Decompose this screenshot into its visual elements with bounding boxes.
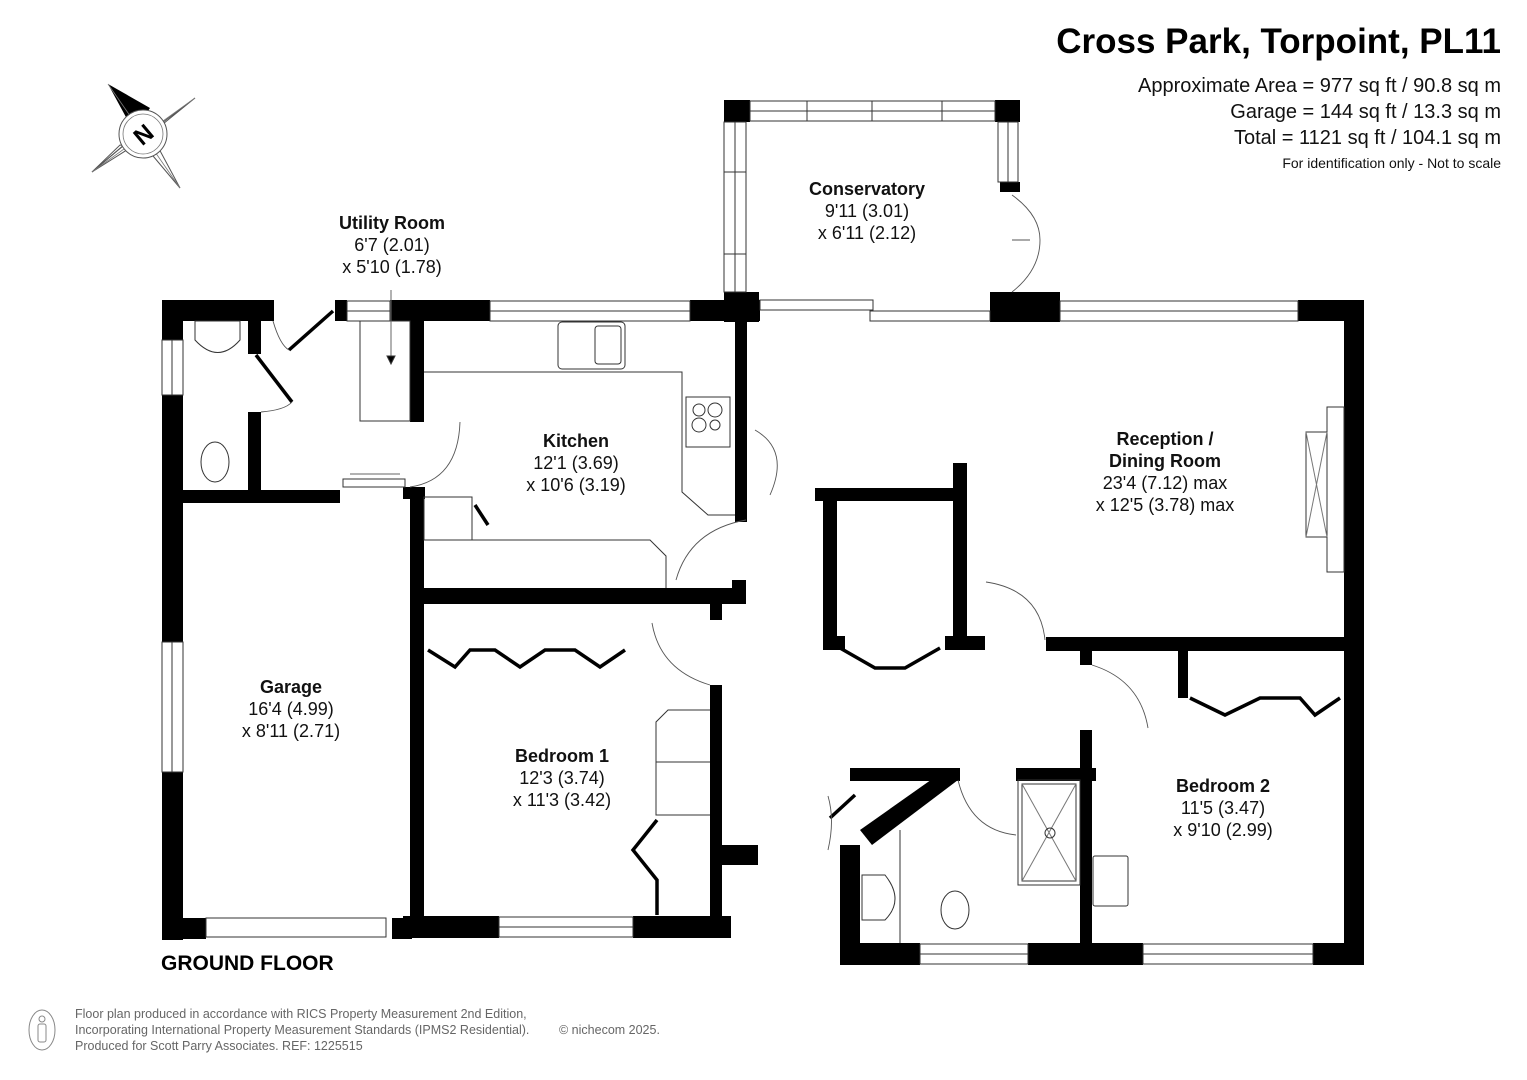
footer-line: Floor plan produced in accordance with R…: [75, 1007, 527, 1021]
room-dim: x 11'3 (3.42): [512, 790, 612, 810]
room-kitchen: Kitchen 12'1 (3.69) x 10'6 (3.19): [526, 430, 626, 496]
garage-area: Garage = 144 sq ft / 13.3 sq m: [1230, 101, 1501, 123]
scale-note: For identification only - Not to scale: [1282, 155, 1501, 171]
room-dim: 23'4 (7.12) max: [1102, 473, 1228, 493]
room-name: Kitchen: [542, 431, 609, 451]
room-name: Garage: [259, 677, 323, 697]
room-dim: 12'1 (3.69): [533, 453, 619, 473]
doors: [254, 309, 1341, 915]
footer: Floor plan produced in accordance with R…: [75, 1006, 660, 1054]
room-dim: x 8'11 (2.71): [241, 721, 341, 741]
room-dim: 6'7 (2.01): [354, 235, 430, 255]
room-conservatory: Conservatory 9'11 (3.01) x 6'11 (2.12): [809, 178, 925, 244]
windows: [161, 100, 1314, 965]
room-dim: 16'4 (4.99): [248, 699, 334, 719]
room-name-2: Dining Room: [1109, 451, 1221, 471]
room-dim: x 12'5 (3.78) max: [1095, 495, 1235, 515]
room-dim: 11'5 (3.47): [1180, 798, 1266, 818]
room-name: Utility Room: [339, 213, 445, 233]
room-dim: 9'11 (3.01): [824, 201, 910, 221]
floor-label: GROUND FLOOR: [161, 952, 334, 975]
room-bedroom-2: Bedroom 2 11'5 (3.47) x 9'10 (2.99): [1173, 775, 1273, 841]
total-area: Total = 1121 sq ft / 104.1 sq m: [1233, 127, 1501, 149]
room-name: Reception /: [1116, 429, 1214, 449]
room-dim: 12'3 (3.74): [519, 768, 605, 788]
copyright: © nichecom 2025.: [559, 1023, 660, 1037]
footer-line: Produced for Scott Parry Associates. REF…: [75, 1039, 363, 1053]
room-name: Bedroom 2: [1175, 776, 1271, 796]
room-reception-dining: Reception / Dining Room 23'4 (7.12) max …: [1096, 428, 1235, 516]
compass-rose-icon: N: [91, 83, 196, 189]
room-bedroom-1: Bedroom 1 12'3 (3.74) x 11'3 (3.42): [513, 745, 611, 811]
approximate-area: Approximate Area = 977 sq ft / 90.8 sq m: [1138, 75, 1501, 97]
page-title: Cross Park, Torpoint, PL11: [1056, 22, 1501, 61]
room-garage: Garage 16'4 (4.99) x 8'11 (2.71): [242, 676, 340, 742]
room-dim: x 9'10 (2.99): [1173, 820, 1273, 840]
person-icon: [28, 1009, 56, 1051]
room-utility-room: Utility Room 6'7 (2.01) x 5'10 (1.78): [339, 212, 445, 278]
room-dim: x 6'11 (2.12): [817, 223, 917, 243]
fixtures: [194, 290, 1345, 943]
room-name: Conservatory: [808, 179, 926, 199]
room-dim: x 10'6 (3.19): [526, 475, 626, 495]
area-summary: Approximate Area = 977 sq ft / 90.8 sq m…: [1138, 73, 1501, 175]
room-name: Bedroom 1: [514, 746, 610, 766]
footer-line: Incorporating International Property Mea…: [75, 1023, 530, 1037]
room-dim: x 5'10 (1.78): [342, 257, 442, 277]
door-swings: [260, 194, 1149, 851]
